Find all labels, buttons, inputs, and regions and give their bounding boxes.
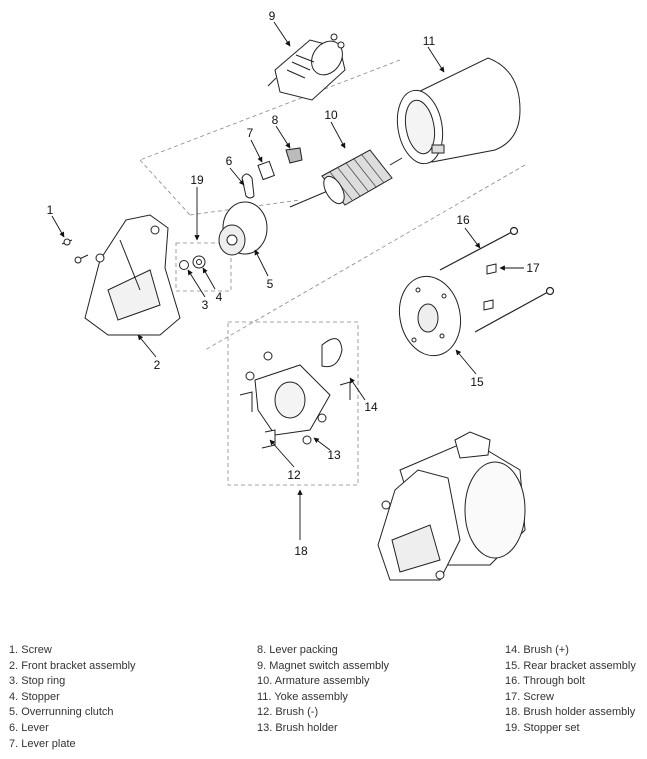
callout-7: 7 <box>247 126 254 140</box>
legend-item: 8. Lever packing <box>257 644 338 656</box>
callout-3: 3 <box>202 298 209 312</box>
legend-column-2: 8. Lever packing 9. Magnet switch assemb… <box>257 643 389 737</box>
armature-assembly <box>289 149 403 208</box>
callout-10: 10 <box>324 108 338 122</box>
legend-item: 3. Stop ring <box>9 675 66 688</box>
legend-item: 7. Lever plate <box>9 737 76 750</box>
callout-2: 2 <box>154 358 161 372</box>
legend-item: 12. Brush (-) <box>257 706 319 719</box>
callout-16: 16 <box>456 213 470 227</box>
legend-item: 16. Through bolt <box>505 675 585 688</box>
assembled-starter-motor <box>377 431 526 581</box>
callout-leaders <box>51 21 524 540</box>
legend-item: 6. Lever <box>9 721 49 734</box>
stop-ring-and-stopper <box>179 255 206 270</box>
legend-item: 1. Screw <box>9 644 52 656</box>
callout-19: 19 <box>190 173 204 187</box>
yoke-assembly <box>396 57 521 165</box>
brush-holder-parts <box>239 338 351 449</box>
callout-17: 17 <box>526 261 540 275</box>
overrunning-clutch <box>218 201 268 256</box>
legend-item: 13. Brush holder <box>257 721 338 734</box>
callout-13: 13 <box>327 448 341 462</box>
callout-8: 8 <box>272 113 279 127</box>
rear-screws <box>483 263 497 311</box>
callout-9: 9 <box>269 9 276 23</box>
legend-item: 2. Front bracket assembly <box>9 659 136 672</box>
callout-12: 12 <box>287 468 301 482</box>
legend-item: 18. Brush holder assembly <box>505 706 636 719</box>
parts-legend: 1. Screw 2. Front bracket assembly 3. St… <box>0 643 647 759</box>
magnet-switch-assembly <box>267 33 346 101</box>
callout-6: 6 <box>226 154 233 168</box>
callout-4: 4 <box>216 290 223 304</box>
legend-item: 4. Stopper <box>9 690 60 703</box>
legend-item: 15. Rear bracket assembly <box>505 659 636 672</box>
legend-item: 14. Brush (+) <box>505 644 569 656</box>
callout-15: 15 <box>470 375 484 389</box>
front-bracket-assembly <box>84 214 181 336</box>
through-bolts <box>439 226 555 333</box>
legend-item: 11. Yoke assembly <box>257 690 348 703</box>
legend-item: 17. Screw <box>505 690 554 703</box>
legend-item: 9. Magnet switch assembly <box>257 659 390 672</box>
callout-5: 5 <box>267 277 274 291</box>
callout-labels: 1 2 3 4 5 6 7 8 9 10 11 12 13 14 15 16 1… <box>47 9 540 558</box>
callout-18: 18 <box>294 544 308 558</box>
legend-item: 5. Overrunning clutch <box>9 706 114 719</box>
callout-14: 14 <box>364 400 378 414</box>
legend-column-1: 1. Screw 2. Front bracket assembly 3. St… <box>9 643 136 752</box>
exploded-view-diagram: 1 2 3 4 5 6 7 8 9 10 11 12 13 14 15 16 1… <box>47 9 555 581</box>
legend-column-3: 14. Brush (+) 15. Rear bracket assembly … <box>505 643 636 737</box>
lever-parts <box>241 147 303 199</box>
legend-item: 19. Stopper set <box>505 721 580 734</box>
assembly-guide-lines <box>139 59 526 486</box>
legend-item: 10. Armature assembly <box>257 675 370 688</box>
front-screws <box>61 238 89 264</box>
rear-bracket-assembly <box>398 275 462 357</box>
callout-1: 1 <box>47 203 54 217</box>
callout-11: 11 <box>423 34 436 48</box>
